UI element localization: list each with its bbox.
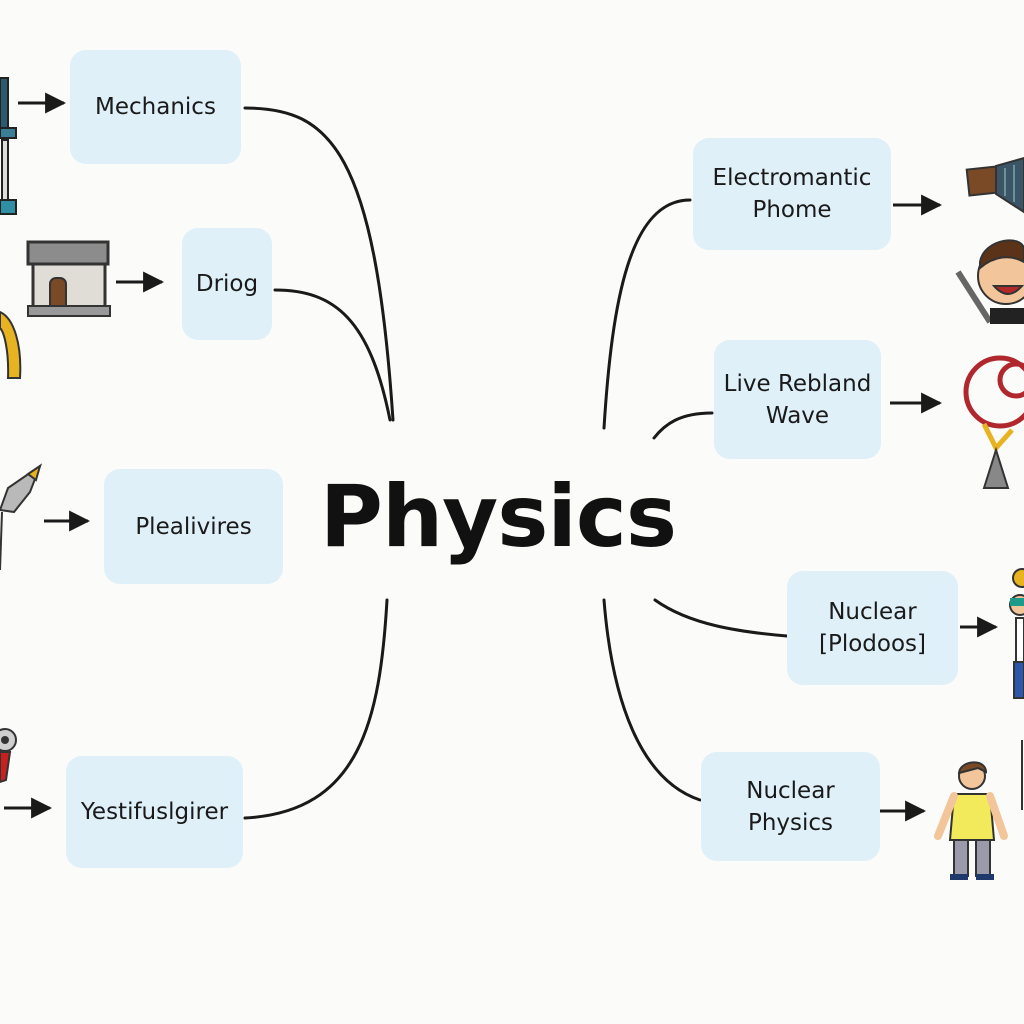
node-electromantic-phome[interactable]: Electromantic Phome — [693, 138, 891, 250]
node-plealivires-label: Plealivires — [135, 513, 252, 540]
node-driog[interactable]: Driog — [182, 228, 272, 340]
node-yestifuslgirer-label: Yestifuslgirer — [80, 799, 229, 825]
rocket-icon — [0, 463, 43, 571]
magnet-icon — [0, 310, 22, 379]
laughing-scientist-icon — [955, 239, 1024, 324]
connector-driog — [273, 288, 392, 422]
connector-nuclear-physics — [602, 598, 702, 802]
connector-nuclear-plodoos — [653, 598, 789, 638]
connector-yestifuslgirer — [243, 598, 389, 820]
node-live-rebland-wave[interactable]: Live Rebland Wave — [714, 340, 881, 459]
node-electromantic-phome-label: Electromantic Phome — [712, 165, 872, 223]
node-yestifuslgirer[interactable]: Yestifuslgirer — [66, 756, 243, 868]
node-nuclear-physics-label: Nuclear Physics — [746, 777, 835, 836]
brush-icon — [965, 156, 1024, 214]
red-device-icon — [0, 728, 17, 784]
node-nuclear-physics[interactable]: Nuclear Physics — [701, 752, 880, 861]
connector-electromantic — [602, 198, 692, 430]
microscope-icon — [0, 77, 17, 215]
node-mechanics-label: Mechanics — [95, 94, 216, 120]
node-live-rebland-wave-label: Live Rebland Wave — [723, 370, 872, 429]
node-plealivires[interactable]: Plealivires — [104, 469, 283, 584]
building-icon — [26, 240, 111, 317]
connector-live-rebland — [652, 411, 714, 440]
node-driog-label: Driog — [195, 271, 259, 297]
central-title: Physics — [319, 467, 677, 567]
person-icon — [934, 740, 1023, 880]
node-nuclear-plodoos[interactable]: Nuclear [Plodoos] — [787, 571, 958, 685]
connector-mechanics — [243, 106, 395, 422]
node-nuclear-plodoos-label: Nuclear [Plodoos] — [818, 599, 926, 657]
pendulum-icon — [963, 355, 1024, 489]
node-mechanics[interactable]: Mechanics — [70, 50, 241, 164]
scientist-icon — [1009, 568, 1024, 699]
